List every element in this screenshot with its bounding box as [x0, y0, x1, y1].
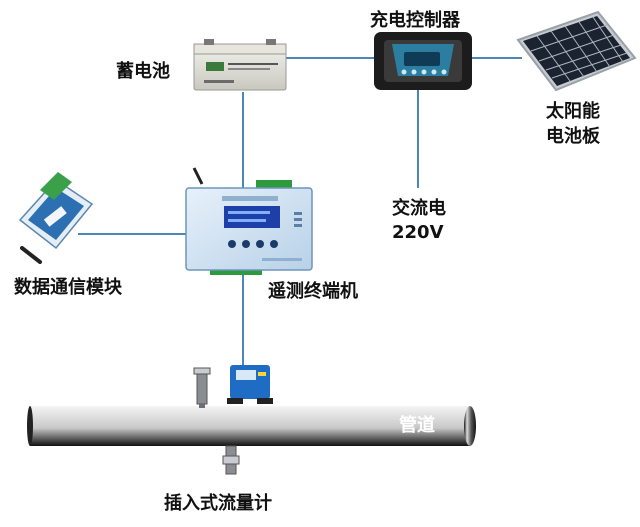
flowmeter-label: 插入式流量计 — [164, 493, 272, 514]
ac-power-label-line1: 交流电 — [392, 198, 446, 219]
terminal-icon — [185, 167, 313, 275]
ac-power-label-line2: 220V — [392, 222, 444, 243]
solar-panel-icon — [516, 10, 637, 92]
flowmeter-icon — [193, 365, 273, 475]
pipe-icon — [27, 406, 476, 446]
solar-panel-label-line2: 电池板 — [546, 126, 600, 147]
charge-controller-label: 充电控制器 — [370, 10, 460, 31]
pipe-label: 管道 — [399, 415, 435, 436]
terminal-label: 遥测终端机 — [268, 281, 358, 302]
battery-label: 蓄电池 — [116, 61, 170, 82]
charge-controller-icon — [374, 32, 472, 90]
battery-icon — [193, 39, 287, 91]
connector-lines — [78, 57, 522, 365]
solar-panel-label-line1: 太阳能 — [546, 101, 600, 122]
data-module-icon — [18, 172, 94, 264]
data-module-label: 数据通信模块 — [14, 277, 122, 298]
